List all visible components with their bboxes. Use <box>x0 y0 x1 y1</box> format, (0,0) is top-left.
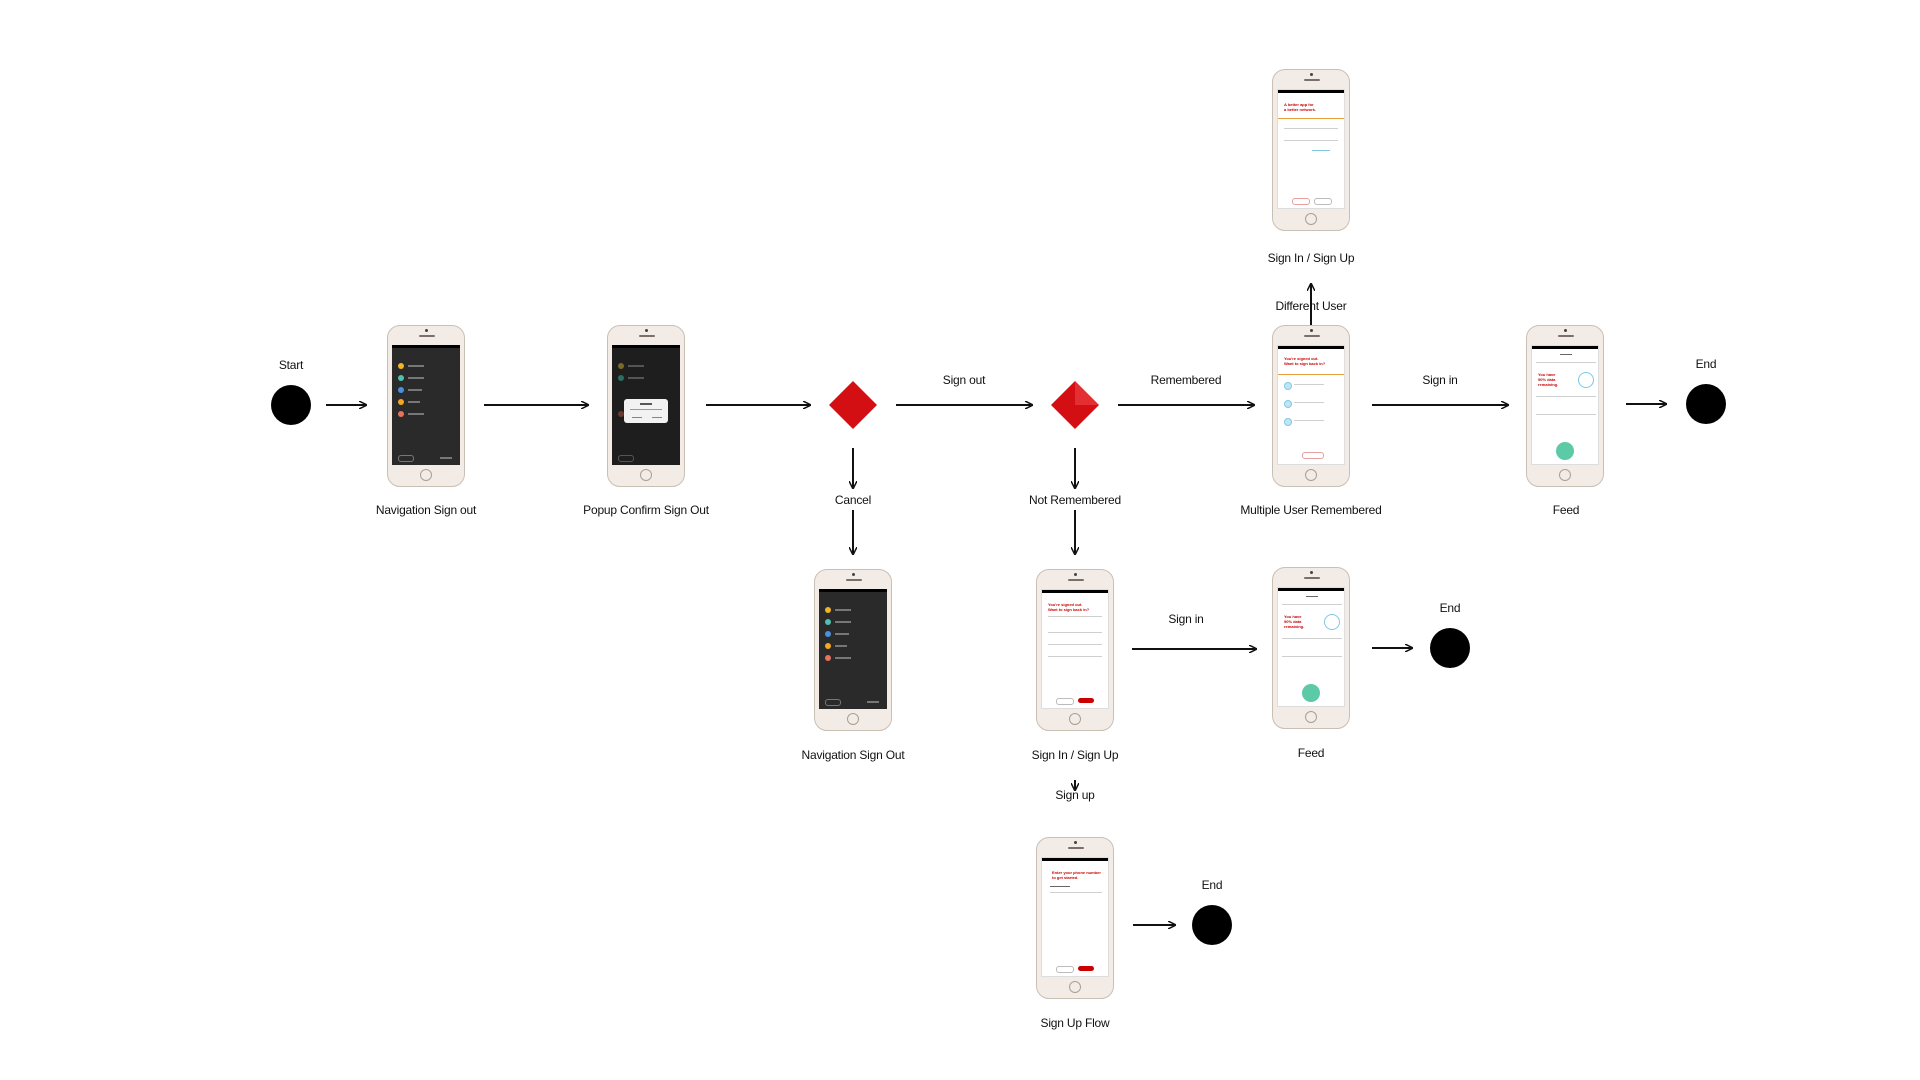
label-popup-confirm-sign-out: Popup Confirm Sign Out <box>583 503 709 517</box>
end-node-1 <box>1686 384 1726 424</box>
label-sign-in-sign-up-mid: Sign In / Sign Up <box>1031 748 1119 762</box>
label-sign-in-2: Sign in <box>1168 612 1204 626</box>
label-feed-2: Feed <box>1297 746 1325 760</box>
phone-multiple-user-remembered: You're signed out.Want to sign back in? <box>1272 325 1350 487</box>
label-start: Start <box>278 358 304 372</box>
label-navigation-sign-out: Navigation Sign out <box>375 503 477 517</box>
end-node-3 <box>1192 905 1232 945</box>
label-sign-in-1: Sign in <box>1422 373 1458 387</box>
label-sign-up-flow: Sign Up Flow <box>1040 1016 1110 1030</box>
phone-popup-confirm-sign-out <box>607 325 685 487</box>
label-end-2: End <box>1439 601 1461 615</box>
label-multiple-user-remembered: Multiple User Remembered <box>1240 503 1382 517</box>
label-not-remembered: Not Remembered <box>1029 493 1121 507</box>
label-feed-1: Feed <box>1552 503 1580 517</box>
phone-navigation-sign-out <box>387 325 465 487</box>
end-node-2 <box>1430 628 1470 668</box>
label-end-1: End <box>1695 357 1717 371</box>
label-navigation-sign-out-2: Navigation Sign Out <box>801 748 905 762</box>
label-sign-up: Sign up <box>1055 788 1095 802</box>
start-node <box>271 385 311 425</box>
label-end-3: End <box>1201 878 1223 892</box>
label-sign-out: Sign out <box>942 373 986 387</box>
label-different-user: Different User <box>1275 299 1347 313</box>
decision-diamond-confirm <box>829 381 877 429</box>
label-remembered: Remembered <box>1150 373 1222 387</box>
phone-navigation-sign-out-cancel <box>814 569 892 731</box>
label-cancel: Cancel <box>834 493 872 507</box>
phone-sign-in-sign-up-mid: You're signed out.Want to sign back in? <box>1036 569 1114 731</box>
label-sign-in-sign-up-top: Sign In / Sign Up <box>1267 251 1355 265</box>
